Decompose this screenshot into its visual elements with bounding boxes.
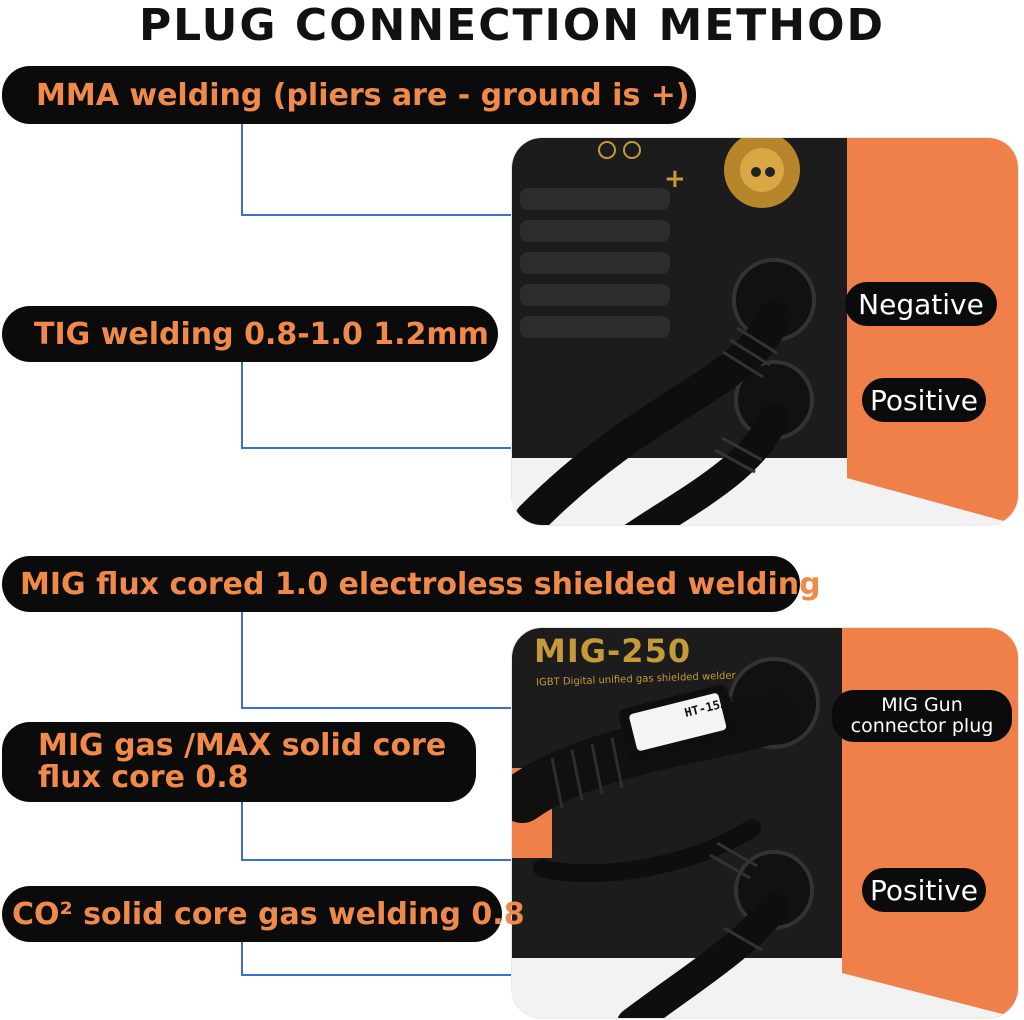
label-mig-gas-line-1: MIG gas /MAX solid core [38, 728, 447, 763]
callout-mig-gun-line-2: connector plug [850, 715, 994, 737]
connector-line-flux [241, 612, 515, 709]
connector-line-tig [241, 358, 515, 449]
label-tig-welding: TIG welding 0.8-1.0 1.2mm [2, 306, 498, 362]
page-title: PLUG CONNECTION METHOD [138, 0, 886, 51]
label-co2-welding: CO² solid core gas welding 0.8 [2, 886, 525, 942]
connector-line-mma [241, 120, 515, 216]
callout-positive-top: Positive [862, 378, 986, 422]
label-mig-gas-line-2: flux core 0.8 [38, 760, 249, 795]
callout-negative: Negative [845, 282, 997, 326]
label-mig-flux-cored: MIG flux cored 1.0 electroless shielded … [2, 556, 821, 612]
callout-positive-bottom: Positive [862, 868, 986, 912]
machine-model: MIG-250 [534, 632, 692, 670]
photo-top-welder: + [512, 138, 1018, 525]
panel-plus-mark: + [664, 164, 686, 194]
photo-bottom-welder: MIG-250 IGBT Digital unified gas shielde… [512, 628, 1018, 1018]
callout-mig-gun-connector: MIG Gun connector plug [832, 690, 1012, 742]
connector-line-co2 [241, 938, 515, 976]
connector-line-gas [241, 795, 515, 861]
label-mig-gas-max: MIG gas /MAX solid core flux core 0.8 [2, 722, 476, 802]
callout-mig-gun-line-1: MIG Gun [881, 694, 963, 716]
label-mma-welding: MMA welding (pliers are - ground is +) [2, 66, 696, 124]
